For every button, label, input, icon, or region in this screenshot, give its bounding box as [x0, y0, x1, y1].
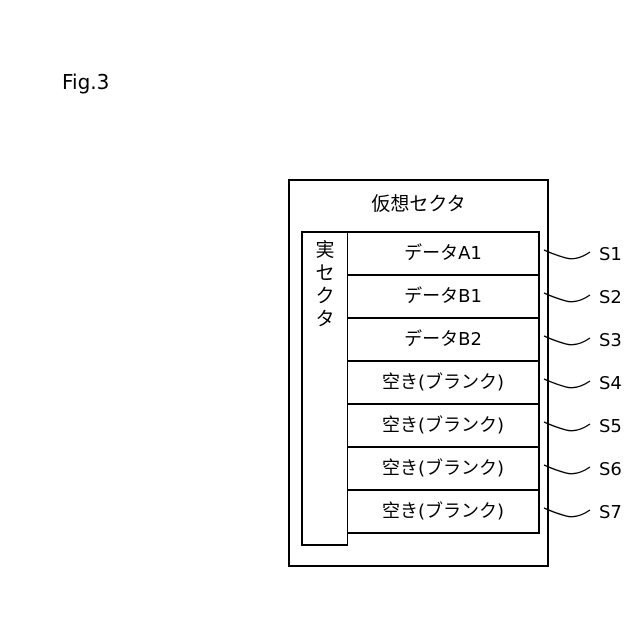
virtual-sector-title: 仮想セクタ	[290, 192, 547, 216]
real-sector-label-char: セ	[315, 262, 334, 285]
real-sector-column: 実 セ ク タ	[301, 231, 348, 546]
sector-ref-s5: S5	[599, 417, 622, 437]
sector-ref-s7: S7	[599, 503, 622, 523]
sector-ref-s3: S3	[599, 331, 622, 351]
real-sector-label-char: ク	[315, 285, 334, 308]
real-sector-label-char: 実	[315, 239, 334, 262]
real-sector-label-char: タ	[315, 308, 334, 331]
sector-cell-s3: データB2	[347, 317, 540, 362]
leader-line-s4	[544, 379, 590, 388]
sector-ref-s6: S6	[599, 460, 622, 480]
real-sector-label: 実 セ ク タ	[303, 239, 347, 331]
leader-line-s3	[544, 336, 590, 345]
sector-cell-s2: データB1	[347, 274, 540, 319]
sector-cell-s4: 空き(ブランク)	[347, 360, 540, 405]
leader-line-s2	[544, 293, 590, 302]
sector-cells: データA1 データB1 データB2 空き(ブランク) 空き(ブランク) 空き(ブ…	[347, 231, 540, 546]
sector-cell-s6: 空き(ブランク)	[347, 446, 540, 491]
leader-line-s5	[544, 422, 590, 431]
sector-ref-s4: S4	[599, 374, 622, 394]
sector-cell-s5: 空き(ブランク)	[347, 403, 540, 448]
virtual-sector-box: 仮想セクタ 実 セ ク タ データA1 データB1 データB2 空き(ブランク)…	[288, 179, 549, 567]
leader-line-s1	[544, 250, 590, 259]
sector-cell-s1: データA1	[347, 231, 540, 276]
leader-line-s6	[544, 465, 590, 474]
sector-ref-s2: S2	[599, 288, 622, 308]
leader-line-s7	[544, 508, 590, 517]
sector-ref-s1: S1	[599, 245, 622, 265]
figure-label: Fig.3	[62, 70, 109, 94]
sector-cell-s7: 空き(ブランク)	[347, 489, 540, 534]
